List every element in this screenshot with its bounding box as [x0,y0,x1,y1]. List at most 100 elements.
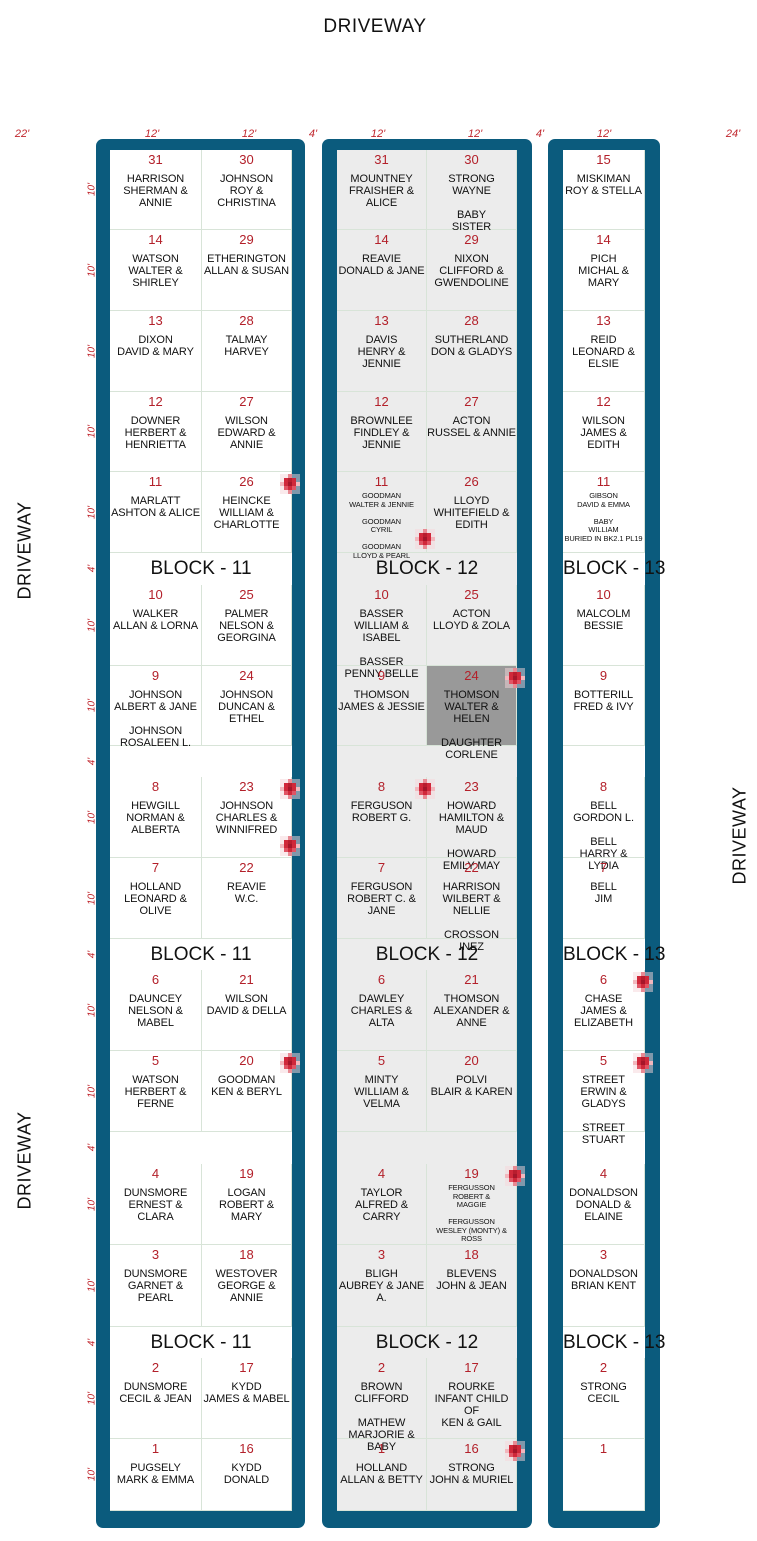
plot-occupant-names: JOHNSON ROY & CHRISTINA [217,173,276,209]
block-name-label: BLOCK - 12 [337,1327,517,1358]
plot-occupant-names: BLEVENS JOHN & JEAN [436,1268,507,1292]
red-cross-marker-icon [280,1053,300,1073]
plot-number: 10 [148,587,163,602]
plot-occupant-names: THOMSON WALTER & HELEN DAUGHTER CORLENE [441,689,502,761]
plot-occupant-names: ACTON LLOYD & ZOLA [432,608,511,632]
red-cross-marker-icon [633,1053,653,1073]
block-name-label: BLOCK - 12 [337,553,517,585]
plot-occupant-names: NIXON CLIFFORD & GWENDOLINE [434,253,509,289]
red-cross-marker-icon [505,1441,525,1461]
plot-number: 31 [148,152,163,167]
plot-number: 23 [239,779,254,794]
plot-occupant-names: DIXON DAVID & MARY [117,334,194,358]
plot-occupant-names: ACTON RUSSEL & ANNIE [427,415,516,439]
top-dimension-label: 12' [370,128,386,140]
plot-occupant-names: DAVIS HENRY & JENNIE [357,334,406,370]
plot-number: 4 [599,1166,608,1181]
plot-number: 12 [148,394,163,409]
plot-occupant-names: DUNSMORE ERNEST & CLARA [123,1187,188,1223]
burial-plot[interactable]: 1 [563,1439,645,1511]
plot-occupant-names: MISKIMAN ROY & STELLA [565,173,642,197]
block-name-label: BLOCK - 13 [563,558,666,579]
red-cross-marker-icon [505,668,525,688]
plot-number: 16 [239,1441,254,1456]
top-dimension-label: 12' [467,128,483,140]
